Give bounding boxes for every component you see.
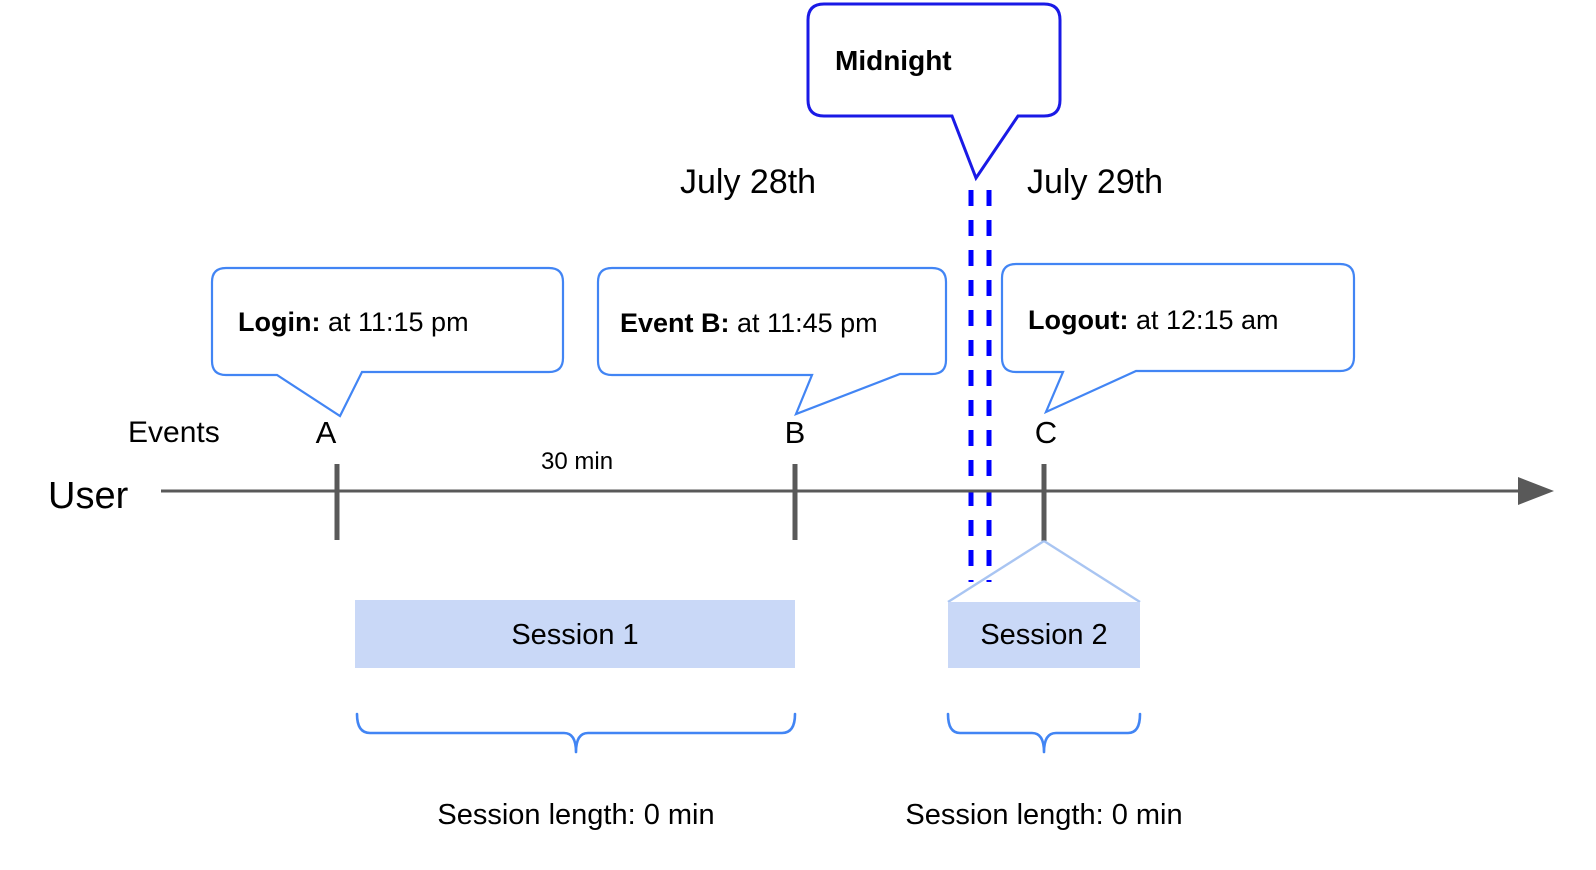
event-callout-event-b: Event B: at 11:45 pm [596,266,948,416]
event-callout-event-b-lead: Event B: [620,308,730,338]
session-block-1: Session 1 [355,600,795,668]
session-1-brace: Session length: 0 min [355,712,797,831]
event-callout-login-detail: at 11:15 pm [320,307,468,337]
session-2-rect [948,602,1140,668]
event-callout-event-b-label: Event B: at 11:45 pm [620,308,878,338]
event-callout-event-b-detail: at 11:45 pm [730,308,878,338]
session-2-funnel [947,539,1141,604]
midnight-callout: Midnight [806,2,1062,182]
session-block-2: Session 2 [948,602,1140,668]
session-1-rect [355,600,795,668]
event-callout-logout-detail: at 12:15 am [1128,305,1278,335]
session-1-brace-path [355,712,797,754]
event-callout-login-shape [210,266,565,418]
gap-duration-label: 30 min [541,448,613,475]
event-callout-logout-shape [1000,262,1356,415]
session-1-length-label: Session length: 0 min [437,799,714,831]
session-2-brace-path [946,712,1142,754]
events-row-label: Events [128,416,220,449]
event-callout-login: Login: at 11:15 pm [210,266,565,418]
midnight-callout-label: Midnight [835,45,952,76]
event-callout-login-lead: Login: [238,307,320,337]
event-callout-logout-lead: Logout: [1028,305,1128,335]
event-callout-event-b-shape [596,266,948,416]
event-marker-label-c: C [1035,415,1057,450]
date-label-july-29: July 29th [1027,163,1163,201]
midnight-callout-shape [806,2,1062,182]
session-2-length-label: Session length: 0 min [905,799,1182,831]
timeline-axis [161,464,1554,541]
session-1-label: Session 1 [511,619,638,651]
midnight-divider [968,190,992,582]
session-2-funnel-right [1043,539,1141,604]
event-callout-login-label: Login: at 11:15 pm [238,307,469,337]
event-callout-logout-label: Logout: at 12:15 am [1028,305,1279,335]
timeline-axis-arrow-icon [1518,477,1554,505]
event-callout-logout: Logout: at 12:15 am [1000,262,1356,415]
date-label-july-28: July 28th [680,163,816,201]
session-2-brace: Session length: 0 min [905,712,1183,831]
event-marker-label-b: B [785,415,806,450]
user-row-label: User [48,475,129,517]
session-2-funnel-left [947,539,1045,604]
event-marker-label-a: A [316,415,337,450]
session-2-label: Session 2 [980,619,1107,651]
